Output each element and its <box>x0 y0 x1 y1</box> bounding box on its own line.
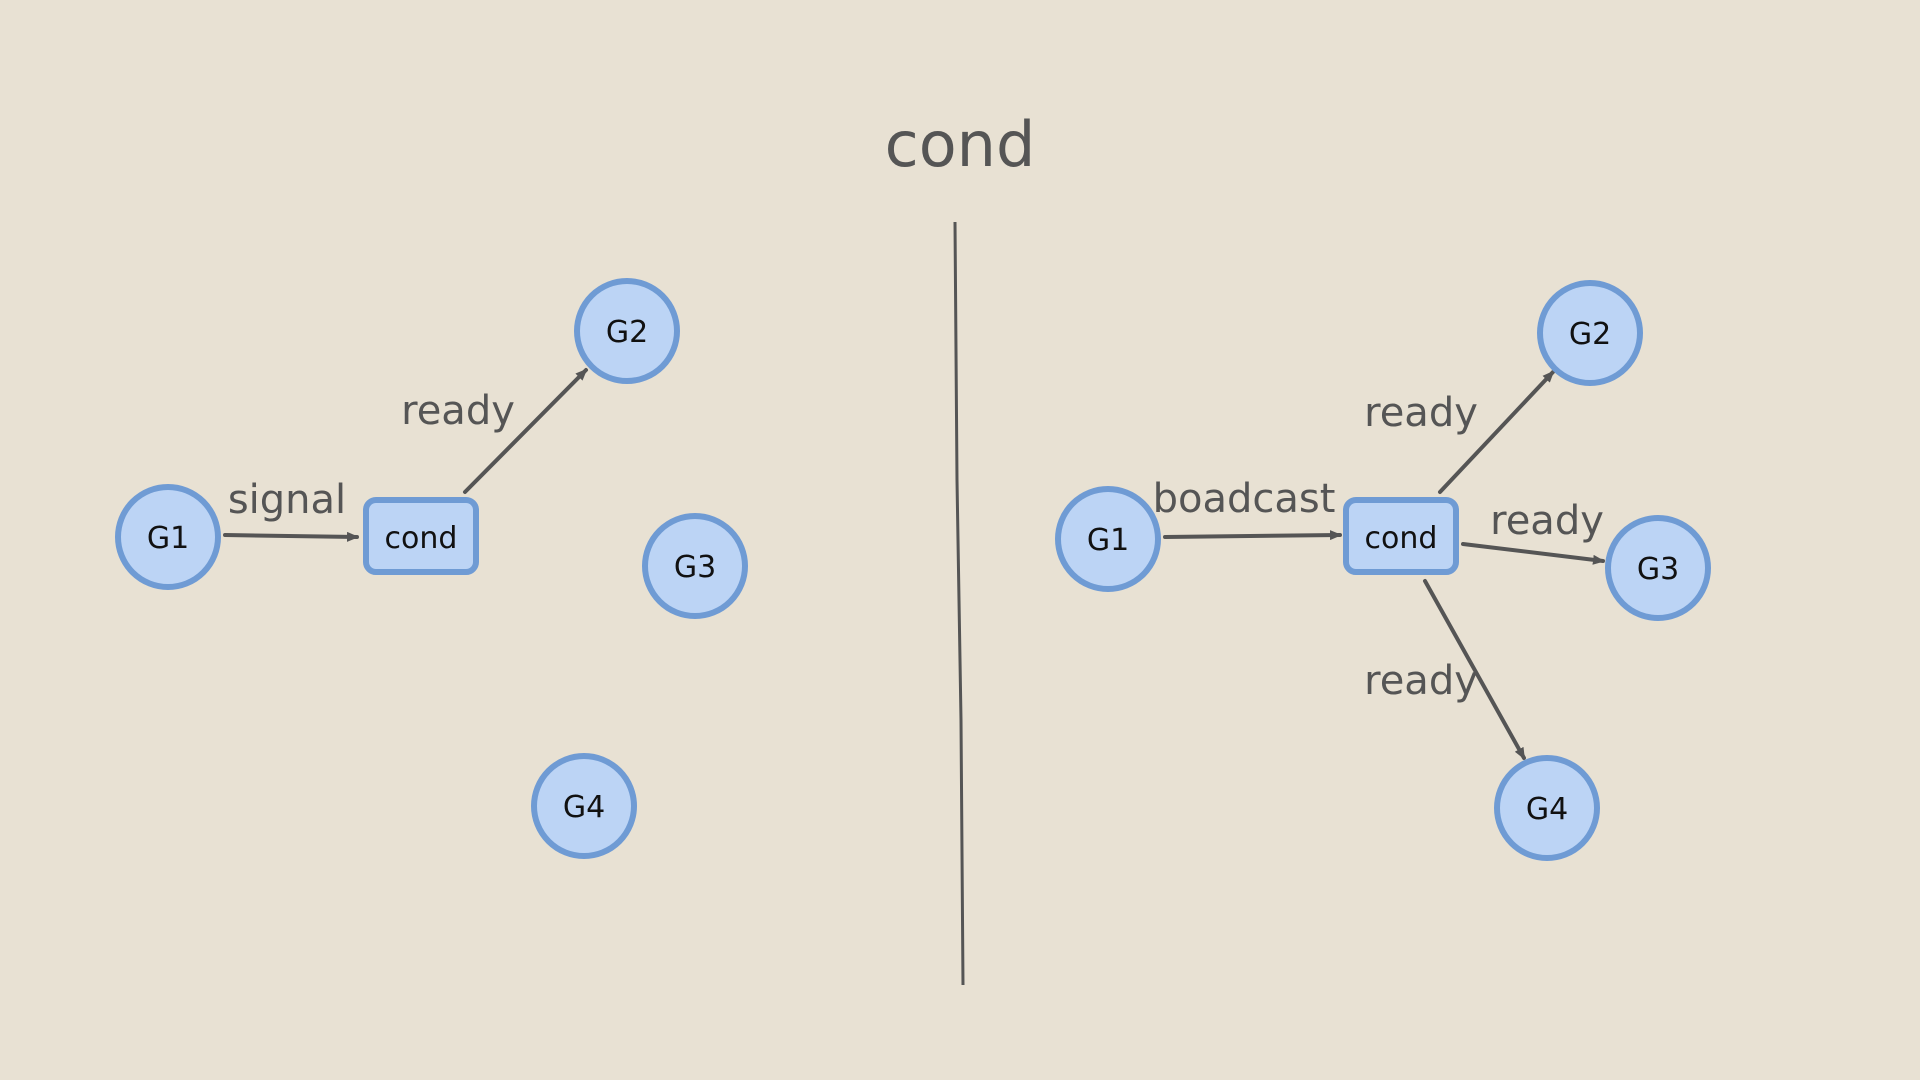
right-node-g3: G3 <box>1605 515 1711 621</box>
right-edge-cond-g3 <box>1461 542 1605 565</box>
right-node-g2: G2 <box>1537 280 1643 386</box>
left-edge-label-signal: signal <box>228 477 346 523</box>
left-node-g1-label: G1 <box>147 521 189 556</box>
left-edge-label-ready: ready <box>401 388 515 434</box>
page-title: cond <box>885 108 1036 181</box>
right-node-g1: G1 <box>1055 486 1161 592</box>
right-edge-label-ready-g4: ready <box>1364 658 1478 704</box>
left-node-g4: G4 <box>531 753 637 859</box>
left-node-g4-label: G4 <box>563 790 605 825</box>
right-edge-cond-g4 <box>1423 579 1526 760</box>
left-node-g3-label: G3 <box>674 550 716 585</box>
right-node-g3-label: G3 <box>1637 552 1679 587</box>
right-node-cond: cond <box>1343 497 1459 575</box>
left-node-g1: G1 <box>115 484 221 590</box>
left-edge-g1-cond <box>223 531 359 542</box>
right-node-g4: G4 <box>1494 755 1600 861</box>
left-node-g3: G3 <box>642 513 748 619</box>
left-node-g2: G2 <box>574 278 680 384</box>
right-node-g4-label: G4 <box>1526 792 1568 827</box>
left-edge-cond-g2 <box>463 368 588 494</box>
right-edge-label-boadcast: boadcast <box>1153 476 1336 522</box>
right-edge-label-ready-g2: ready <box>1364 390 1478 436</box>
right-edge-g1-cond <box>1163 530 1342 541</box>
right-edge-label-ready-g3: ready <box>1490 498 1604 544</box>
divider-line <box>953 221 965 986</box>
right-edge-cond-g2 <box>1438 370 1555 494</box>
right-node-cond-label: cond <box>1365 521 1438 556</box>
left-node-cond: cond <box>363 497 479 575</box>
right-node-g2-label: G2 <box>1569 317 1611 352</box>
right-diagram: boadcast ready ready ready G1 cond G2 G3… <box>1055 280 1711 861</box>
left-node-cond-label: cond <box>385 521 458 556</box>
right-node-g1-label: G1 <box>1087 523 1129 558</box>
left-diagram: signal ready G1 cond G2 G3 G4 <box>115 278 748 859</box>
left-node-g2-label: G2 <box>606 315 648 350</box>
